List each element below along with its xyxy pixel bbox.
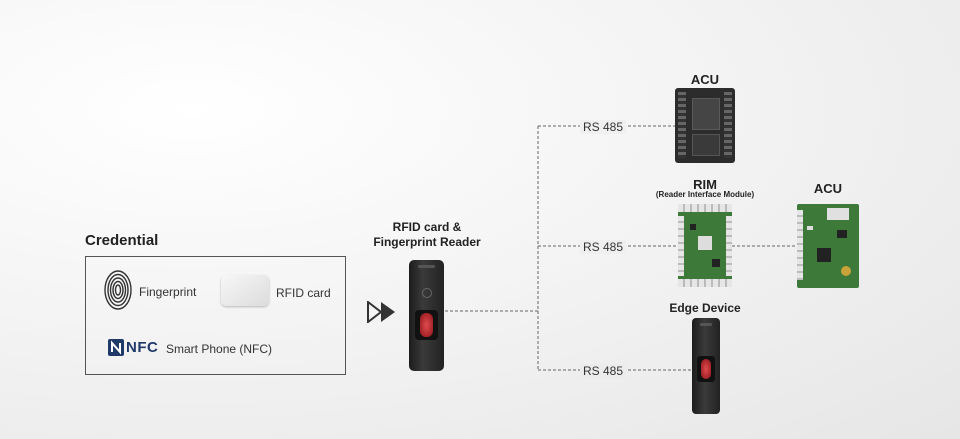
reader-title-line1: RFID card & [392,220,462,234]
rim-subtitle: (Reader Interface Module) [655,190,755,199]
rim-board [678,204,732,287]
nfc-logo-text: NFC [126,339,159,356]
nfc-icon [108,339,124,356]
credential-box [85,256,346,375]
rim-title: RIM [693,177,717,192]
fingerprint-icon [104,270,132,310]
rfid-card-label: RFID card [276,286,331,300]
acu-top-title: ACU [690,72,720,87]
reader-title-line2: Fingerprint Reader [373,235,481,249]
rs485-label-edge: RS 485 [580,364,627,378]
fingerprint-reader-device [409,260,444,371]
smart-phone-label: Smart Phone (NFC) [166,342,273,356]
rs485-label-acu: RS 485 [580,120,627,134]
double-arrow-icon [367,301,395,323]
edge-device [692,318,720,414]
reader-title: RFID card & Fingerprint Reader [362,220,492,250]
rs485-label-rim: RS 485 [580,240,627,254]
credential-title: Credential [85,232,159,249]
rfid-card-icon [221,275,269,306]
acu-right-board [797,204,859,288]
edge-device-title: Edge Device [669,301,741,315]
acu-right-title: ACU [813,181,843,196]
acu-top-board [675,88,735,163]
fingerprint-label: Fingerprint [139,285,197,299]
